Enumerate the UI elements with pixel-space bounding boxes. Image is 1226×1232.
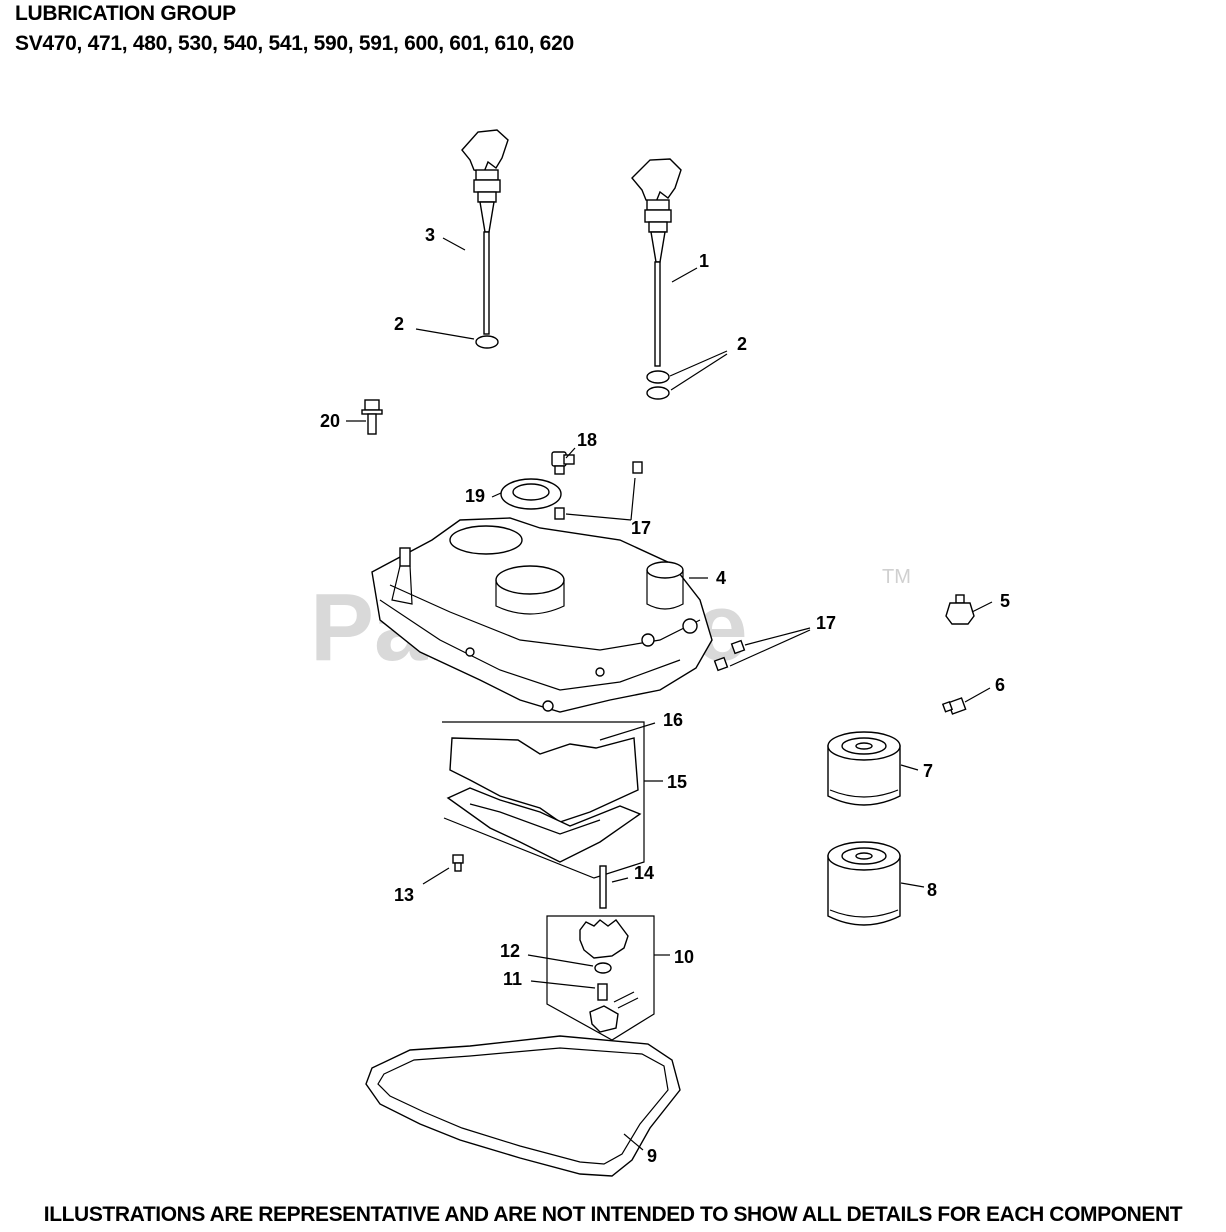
leader-8 xyxy=(900,882,925,888)
leader-6 xyxy=(964,687,991,703)
oil-pump-assembly-part-10[interactable] xyxy=(546,915,655,1041)
plug-part-17-d[interactable] xyxy=(713,656,729,672)
leader-12 xyxy=(527,954,594,967)
oil-seal-part-19[interactable] xyxy=(500,478,562,510)
callout-6[interactable]: 6 xyxy=(995,675,1005,695)
plug-part-17-a[interactable] xyxy=(632,461,643,474)
leader-2a xyxy=(415,328,475,340)
callout-2-right[interactable]: 2 xyxy=(737,334,747,354)
callout-2-left[interactable]: 2 xyxy=(394,314,404,334)
o-ring-part-2-right-upper[interactable] xyxy=(646,370,670,384)
elbow-fitting-part-18[interactable] xyxy=(551,451,575,475)
leader-2b-2 xyxy=(670,353,728,391)
callout-3[interactable]: 3 xyxy=(425,225,435,245)
leader-11 xyxy=(530,980,596,989)
callout-14[interactable]: 14 xyxy=(634,863,654,883)
callout-16[interactable]: 16 xyxy=(663,710,683,730)
disclaimer-footer: ILLUSTRATIONS ARE REPRESENTATIVE AND ARE… xyxy=(43,1203,1183,1226)
fitting-part-6[interactable] xyxy=(941,697,967,715)
leader-9 xyxy=(623,1133,644,1151)
callout-19[interactable]: 19 xyxy=(465,486,485,506)
callout-4[interactable]: 4 xyxy=(716,568,726,588)
callout-13[interactable]: 13 xyxy=(394,885,414,905)
leader-19 xyxy=(491,492,502,498)
oil-filter-part-8[interactable] xyxy=(827,841,901,926)
callout-20[interactable]: 20 xyxy=(320,411,340,431)
leader-17b-2 xyxy=(729,629,811,667)
diagram-title: LUBRICATION GROUP xyxy=(15,2,236,25)
callout-15[interactable]: 15 xyxy=(667,772,687,792)
dipstick-part-1[interactable] xyxy=(631,158,682,367)
dipstick-part-3[interactable] xyxy=(461,129,509,335)
gasket-part-9[interactable] xyxy=(365,1035,681,1177)
o-ring-part-2-left[interactable] xyxy=(475,335,499,349)
plug-part-17-c[interactable] xyxy=(730,639,746,655)
oil-filter-part-7[interactable] xyxy=(827,731,901,806)
leader-17b-1 xyxy=(744,627,811,646)
leader-5 xyxy=(971,601,993,613)
callout-11[interactable]: 11 xyxy=(503,969,522,989)
leader-17a-2 xyxy=(565,513,632,521)
watermark-trademark: TM xyxy=(882,566,911,588)
leader-16 xyxy=(599,722,656,741)
pressure-switch-part-5[interactable] xyxy=(945,594,975,625)
callout-8[interactable]: 8 xyxy=(927,880,937,900)
gasket-set-part-15[interactable] xyxy=(442,721,645,879)
closure-plate-part-4[interactable] xyxy=(371,517,713,713)
leader-14 xyxy=(611,877,629,883)
callout-18[interactable]: 18 xyxy=(577,430,597,450)
leader-7 xyxy=(900,764,919,771)
callout-7[interactable]: 7 xyxy=(923,761,933,781)
shaft-part-14[interactable] xyxy=(599,865,607,909)
callout-12[interactable]: 12 xyxy=(500,941,520,961)
callout-1[interactable]: 1 xyxy=(699,251,709,271)
callout-17-upper[interactable]: 17 xyxy=(631,518,651,538)
o-ring-part-2-right-lower[interactable] xyxy=(646,386,670,400)
leader-18 xyxy=(565,447,576,459)
leader-2b-1 xyxy=(669,350,728,377)
leader-3 xyxy=(442,237,466,251)
screw-part-13[interactable] xyxy=(452,854,464,872)
bolt-part-20[interactable] xyxy=(361,399,383,435)
model-list: SV470, 471, 480, 530, 540, 541, 590, 591… xyxy=(15,32,574,55)
leader-1 xyxy=(671,267,698,283)
callout-10[interactable]: 10 xyxy=(674,947,694,967)
callout-9[interactable]: 9 xyxy=(647,1146,657,1166)
leader-13 xyxy=(422,867,450,885)
callout-17-lower[interactable]: 17 xyxy=(816,613,836,633)
callout-5[interactable]: 5 xyxy=(1000,591,1010,611)
leader-17a-1 xyxy=(630,477,636,521)
plug-part-17-b[interactable] xyxy=(554,507,565,520)
